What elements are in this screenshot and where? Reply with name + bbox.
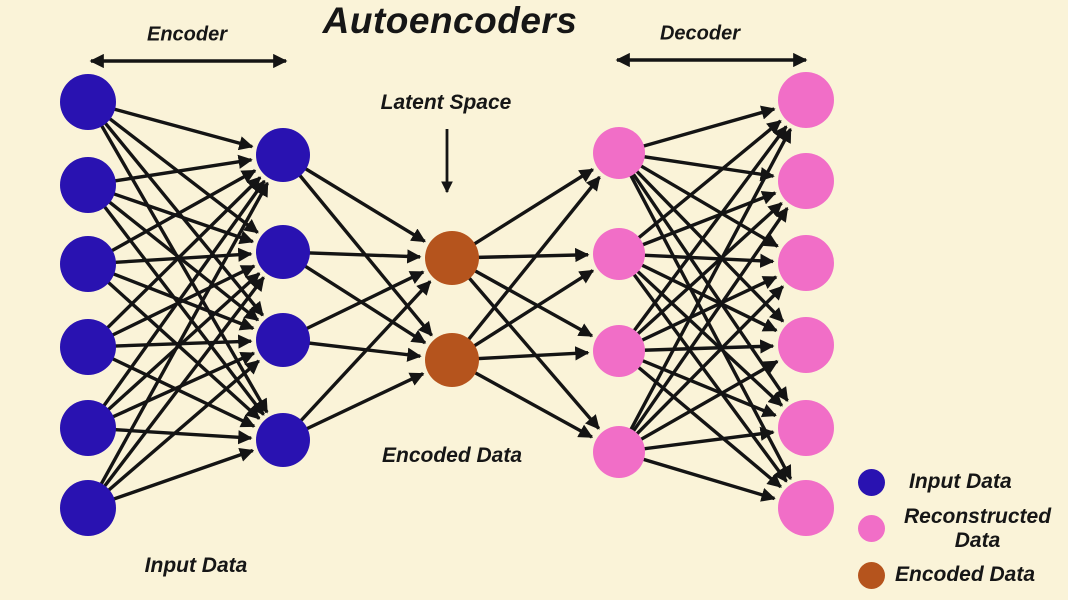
nodes <box>60 72 834 536</box>
encoder-hidden-layer-node-3 <box>256 313 310 367</box>
input-layer-node-5 <box>60 400 116 456</box>
edge <box>87 264 256 349</box>
edge <box>86 181 270 509</box>
input-layer-node-2 <box>60 157 116 213</box>
edge <box>617 119 782 256</box>
input-data-swatch-icon <box>858 468 885 496</box>
edge <box>617 349 782 489</box>
edge <box>618 151 775 182</box>
decoder-hidden-layer-node-3 <box>593 325 645 377</box>
edge <box>618 450 776 502</box>
edge <box>617 127 793 453</box>
edge <box>87 169 257 266</box>
edge <box>87 351 256 430</box>
output-layer-node-4 <box>778 317 834 373</box>
edge <box>86 176 262 349</box>
encoded-data-swatch-icon <box>858 561 885 589</box>
input-data-label: Input Data <box>144 554 248 577</box>
latent-layer-node-1 <box>425 231 479 285</box>
legend: Input Data Reconstructed Data Encoded Da… <box>858 459 1068 598</box>
encoder-hidden-layer-node-1 <box>256 128 310 182</box>
decoder-hidden-layer-node-2 <box>593 228 645 280</box>
output-layer-node-2 <box>778 153 834 209</box>
edge <box>617 285 784 454</box>
legend-item-encoded-data: Encoded Data <box>858 552 1068 598</box>
edge <box>87 100 254 151</box>
input-layer-node-6 <box>60 480 116 536</box>
output-layer-node-6 <box>778 480 834 536</box>
edge <box>87 448 255 510</box>
legend-label-input-data: Input Data <box>909 470 1012 494</box>
edge <box>618 275 778 353</box>
edge <box>618 105 776 155</box>
edge <box>87 262 255 331</box>
encoder-hidden-layer-node-4 <box>256 413 310 467</box>
decoder-hidden-layer-node-4 <box>593 426 645 478</box>
annotation-arrows <box>89 52 808 194</box>
legend-item-input-data: Input Data <box>858 459 1068 505</box>
decoder-hidden-layer-node-1 <box>593 127 645 179</box>
encoder-label: Encoder <box>146 23 228 46</box>
output-layer-node-3 <box>778 235 834 291</box>
edge <box>617 125 788 353</box>
edge <box>86 179 266 429</box>
output-layer-node-1 <box>778 72 834 128</box>
edge <box>617 201 783 353</box>
page-title: Autoencoders <box>322 0 578 41</box>
edge <box>86 183 260 322</box>
edge <box>281 280 432 442</box>
edge <box>86 100 259 234</box>
input-layer-node-4 <box>60 319 116 375</box>
edge <box>282 250 427 345</box>
edge <box>618 349 777 418</box>
edge <box>86 276 265 510</box>
edge <box>87 183 255 245</box>
edge <box>86 359 260 510</box>
input-layer-node-3 <box>60 236 116 292</box>
edge <box>451 269 595 362</box>
edges <box>86 100 793 510</box>
encoded-data-label: Encoded Data <box>381 444 523 467</box>
edge <box>451 168 594 260</box>
latent-space-label: Latent Space <box>380 91 512 114</box>
edge <box>87 345 256 428</box>
edge <box>617 252 783 407</box>
input-layer-node-1 <box>60 74 116 130</box>
edge <box>618 359 779 454</box>
legend-label-encoded-data: Encoded Data <box>895 563 1036 587</box>
edge <box>617 152 789 402</box>
edge <box>450 256 601 430</box>
edge <box>86 262 261 420</box>
output-layer-node-5 <box>778 400 834 456</box>
edge <box>617 206 789 453</box>
edge <box>617 151 785 323</box>
encoder-hidden-layer-node-2 <box>256 225 310 279</box>
edge <box>617 152 793 481</box>
edge <box>86 100 265 317</box>
decoder-label: Decoder <box>659 22 741 45</box>
latent-layer-node-2 <box>425 333 479 387</box>
reconstructed-data-swatch-icon <box>858 515 885 543</box>
edge <box>618 191 777 256</box>
legend-label-reconstructed-data: Reconstructed Data <box>903 505 1052 552</box>
edge <box>450 176 601 362</box>
legend-item-reconstructed-data: Reconstructed Data <box>858 505 1068 552</box>
edge <box>282 153 426 243</box>
